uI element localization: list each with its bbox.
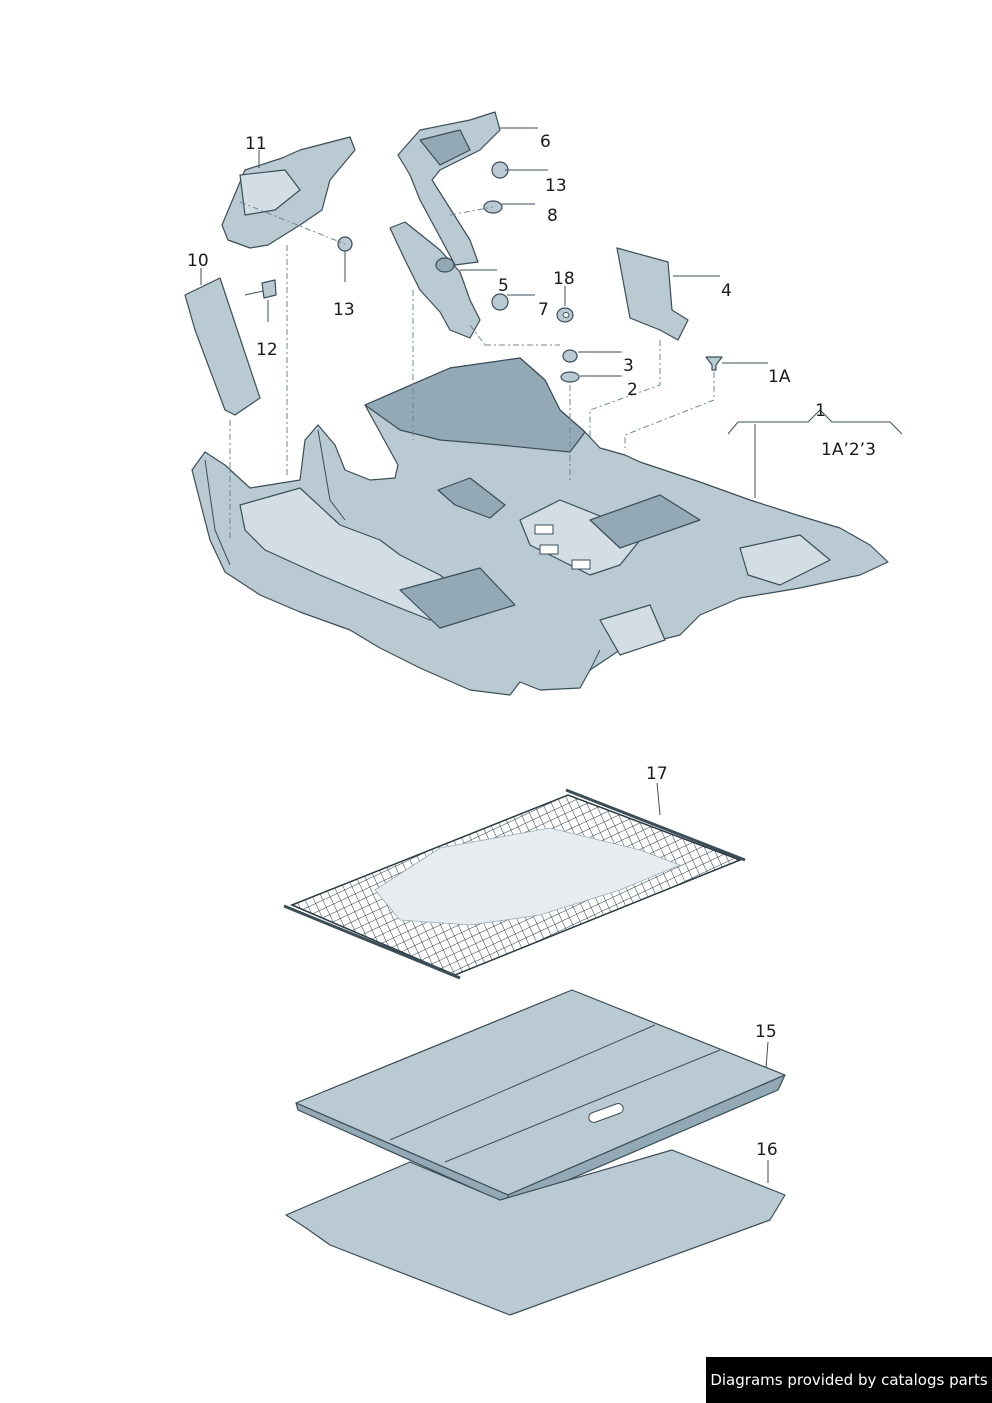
callout-2: 2	[627, 380, 638, 400]
trim-part-5	[389, 221, 481, 339]
pillar-trim-6	[397, 111, 501, 266]
callout-3: 3	[623, 356, 634, 376]
callout-4: 4	[721, 281, 732, 301]
callout-8: 8	[547, 206, 558, 226]
callout-16: 16	[756, 1140, 778, 1160]
alignment-lines	[229, 201, 715, 540]
trim-panel-4	[616, 247, 689, 341]
cargo-net-17	[283, 788, 746, 980]
callout-15: 15	[755, 1022, 777, 1042]
trim-panel-10	[184, 277, 261, 416]
callout-1a: 1A	[768, 367, 791, 387]
leader-lines	[200, 127, 903, 498]
callout-1-set: 1A’2’3	[821, 440, 876, 460]
callout-7: 7	[538, 300, 549, 320]
callout-17: 17	[646, 764, 668, 784]
callout-10: 10	[187, 251, 209, 271]
floor-mat-16	[285, 1149, 786, 1316]
fasteners	[244, 161, 723, 383]
floor-covering	[191, 357, 889, 696]
callout-6: 6	[540, 132, 551, 152]
callout-13-upper: 13	[545, 176, 567, 196]
callout-5: 5	[498, 276, 509, 296]
trim-panel-11	[221, 136, 356, 249]
callout-18: 18	[553, 269, 575, 289]
callout-11: 11	[245, 134, 267, 154]
callout-12: 12	[256, 340, 278, 360]
callout-13-lower: 13	[333, 300, 355, 320]
credit-banner: Diagrams provided by catalogs parts	[706, 1357, 992, 1403]
luggage-cover-15	[295, 989, 786, 1206]
callout-1: 1	[815, 401, 826, 421]
